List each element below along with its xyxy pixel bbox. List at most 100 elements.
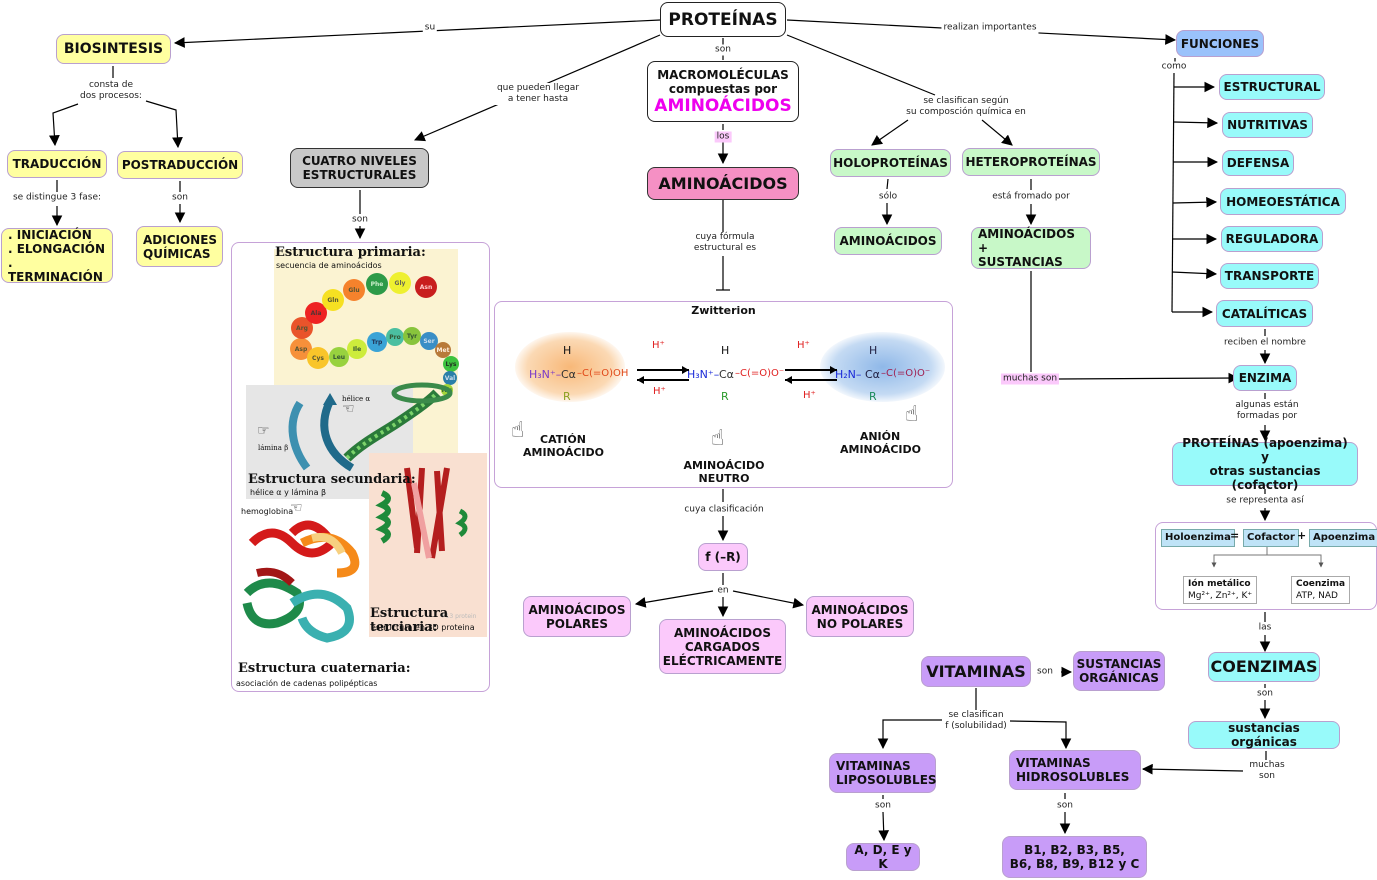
cation-label: CATIÓN AMINOÁCIDO (523, 433, 604, 459)
node-cargados[interactable]: AMINOÁCIDOS CARGADOS ELÉCTRICAMENTE (659, 619, 786, 674)
node-postraduccion[interactable]: POSTRADUCCIÓN (117, 151, 243, 179)
aa-trp (367, 332, 387, 352)
aa-val (443, 371, 457, 385)
node-bcomplex[interactable]: B1, B2, B3, B5, B6, B8, B9, B12 y C (1002, 836, 1147, 878)
node-cuatro-niveles[interactable]: CUATRO NIVELES ESTRUCTURALES (290, 148, 429, 188)
svg-text:Phe: Phe (371, 281, 384, 288)
proton-label: H⁺ (797, 340, 810, 351)
link-label-vit-son: son (1035, 666, 1055, 678)
node-sustancias-organicas[interactable]: sustancias orgánicas (1188, 721, 1340, 749)
svg-text:Trp: Trp (372, 339, 383, 346)
node-estructural[interactable]: ESTRUCTURAL (1219, 74, 1325, 100)
aa-asn (415, 276, 437, 298)
coenzima-title: Coenzima (1296, 579, 1346, 589)
cation-h: H (563, 344, 572, 357)
link-label-los: los (714, 131, 732, 143)
node-macromoleculas[interactable]: MACROMOLÉCULAS compuestas por AMINOÁCIDO… (647, 61, 799, 122)
pointing-hand-icon: ☜ (257, 423, 270, 439)
link-label-algunas: algunas están formadas por (1233, 400, 1301, 422)
link-label-pueden: que pueden llegar a tener hasta (494, 83, 582, 105)
node-vitaminas[interactable]: VITAMINAS (921, 656, 1031, 687)
link-label-vit-clasifican: se clasifican f (solubilidad) (943, 710, 1009, 732)
node-aminoacidos-main[interactable]: AMINOÁCIDOS (647, 167, 799, 200)
edge-su (173, 19, 661, 48)
node-proteinas[interactable]: PROTEÍNAS (660, 2, 786, 37)
link-label-muchas-son-2: muchas son (1247, 760, 1287, 782)
node-cataliticas[interactable]: CATALÍTICAS (1216, 300, 1313, 327)
node-no-polares[interactable]: AMINOÁCIDOS NO POLARES (806, 596, 914, 637)
node-enzima[interactable]: ENZIMA (1233, 365, 1297, 391)
neutral-r: R (721, 390, 729, 403)
svg-text:Asn: Asn (420, 284, 433, 291)
link-label-distingue: se distingue 3 fase: (10, 192, 104, 204)
node-adek[interactable]: A, D, E y K (846, 843, 920, 871)
svg-text:Ser: Ser (423, 338, 434, 345)
aa-arg (291, 317, 313, 339)
aa-cys (307, 347, 329, 369)
anion-c-alpha: Cα (865, 368, 880, 381)
link-label-reciben: reciben el nombre (1222, 337, 1308, 349)
lamina-label: lámina β (258, 444, 289, 452)
node-liposolubles[interactable]: VITAMINAS LIPOSOLUBLES (829, 753, 937, 793)
node-homeoestatica[interactable]: HOMEOESTÁTICA (1220, 188, 1346, 215)
node-holo-aminoacidos[interactable]: AMINOÁCIDOS (834, 227, 942, 255)
helice-label: hélice α (342, 395, 371, 403)
node-vit-sustancias[interactable]: SUSTANCIAS ORGÁNICAS (1073, 651, 1165, 691)
link-label-las: las (1256, 622, 1274, 634)
link-label-su: su (422, 22, 438, 34)
link-label-en: en (715, 585, 731, 597)
link-label-lipo-son: son (873, 800, 893, 812)
node-reguladora[interactable]: REGULADORA (1221, 226, 1323, 252)
aa-gln (322, 289, 344, 311)
link-label-consta: consta de dos procesos: (78, 80, 144, 102)
aa-lys (443, 356, 459, 372)
node-polares[interactable]: AMINOÁCIDOS POLARES (523, 596, 631, 637)
aa-pro (386, 328, 404, 346)
node-adiciones[interactable]: ADICIONES QUÍMICAS (136, 226, 223, 267)
zwitterion-title: Zwitterion (691, 304, 756, 317)
aa-glu (343, 279, 365, 301)
cuaternaria-title: Estructura cuaternaria: (238, 661, 411, 676)
node-holoproteinas[interactable]: HOLOPROTEÍNAS (830, 149, 951, 177)
proton-label: H⁺ (652, 340, 665, 351)
node-coenzimas[interactable]: COENZIMAS (1208, 652, 1320, 682)
svg-text:Ala: Ala (311, 310, 322, 317)
pointing-hand-icon: ☝ (511, 418, 525, 443)
ion-metalico-examples: Mg²⁺, Zn²⁺, K⁺ (1188, 591, 1253, 601)
node-biosintesis[interactable]: BIOSINTESIS (56, 34, 171, 64)
node-traduccion[interactable]: TRADUCCIÓN (7, 150, 107, 178)
node-fases[interactable]: . INICIACIÓN . ELONGACIÓN . TERMINACIÓN (1, 228, 113, 284)
node-hetero-aminoacidos[interactable]: AMINOÁCIDOS + SUSTANCIAS (971, 227, 1091, 269)
node-hidrosolubles[interactable]: VITAMINAS HIDROSOLUBLES (1009, 750, 1141, 790)
equilibrium-arrows-left (637, 366, 689, 384)
plus-sign: + (1297, 529, 1307, 542)
svg-text:Tyr: Tyr (407, 333, 417, 340)
tertiary-structure-illustration (375, 467, 468, 559)
neutral-h: H (721, 344, 730, 357)
apoenzima-box: Apoenzima (1309, 529, 1377, 547)
svg-text:Ile: Ile (353, 346, 361, 353)
aa-met (435, 342, 451, 358)
neutral-label: AMINOÁCIDO NEUTRO (683, 459, 765, 485)
node-f-r[interactable]: f (–R) (698, 543, 748, 571)
holoenzima-box: Holoenzima (1161, 529, 1235, 547)
link-label-como: como (1159, 61, 1189, 73)
aa-ser (420, 332, 438, 350)
pointing-hand-icon: ☝ (711, 426, 725, 451)
node-defensa[interactable]: DEFENSA (1222, 150, 1294, 176)
svg-text:Met: Met (437, 347, 450, 354)
holoenzima-panel: Holoenzima = Cofactor + Apoenzima Ión me… (1155, 522, 1377, 610)
aa-ala (305, 302, 327, 324)
node-nutritivas[interactable]: NUTRITIVAS (1222, 112, 1313, 138)
node-transporte[interactable]: TRANSPORTE (1220, 263, 1319, 289)
edge-clasifican (786, 34, 936, 96)
protein-structures-panel: Estructura primaria: secuencia de aminoá… (231, 242, 490, 692)
pointing-hand-icon: ☜ (290, 500, 303, 516)
svg-text:Gln: Gln (327, 297, 338, 304)
ion-metalico-title: Ión metálico (1188, 579, 1251, 589)
node-heteroproteinas[interactable]: HETEROPROTEÍNAS (962, 148, 1100, 176)
node-apoenzima[interactable]: PROTEÍNAS (apoenzima) y otras sustancias… (1172, 436, 1358, 492)
alpha-helix-illustration (343, 382, 453, 462)
node-funciones[interactable]: FUNCIONES (1176, 30, 1264, 57)
cation-r: R (563, 390, 571, 403)
